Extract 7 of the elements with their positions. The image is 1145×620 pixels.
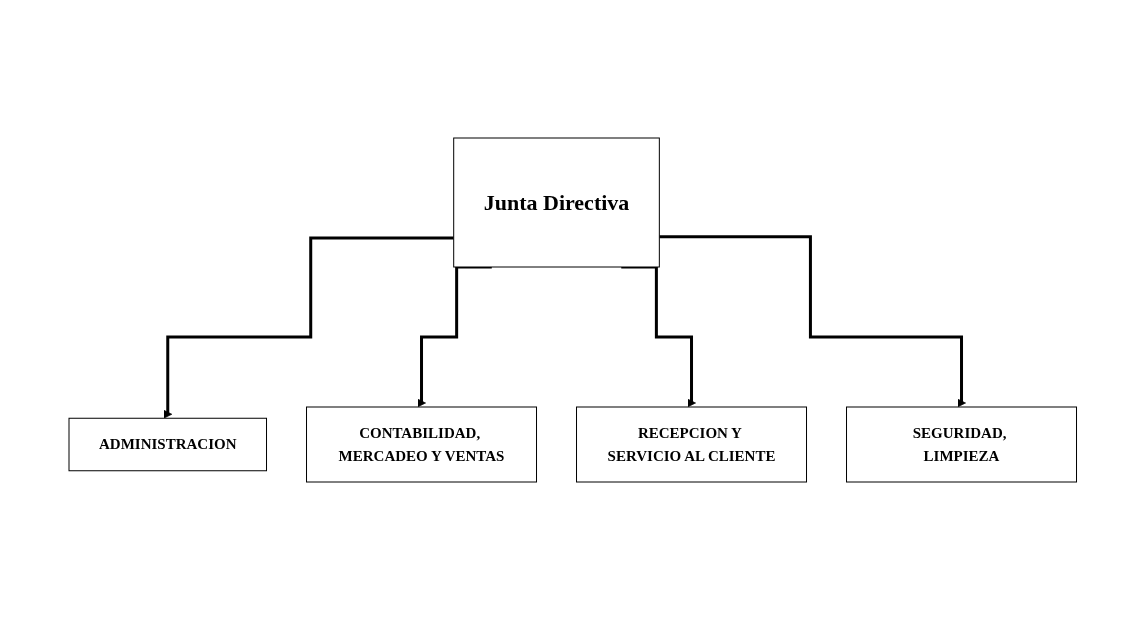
arrow: [163, 236, 454, 419]
node-box: RECEPCION Y SERVICIO AL CLIENTE: [575, 406, 807, 483]
node-box: ADMINISTRACION: [68, 417, 267, 472]
node-box: Junta Directiva: [452, 137, 660, 268]
node-box: CONTABILIDAD, MERCADEO Y VENTAS: [305, 406, 537, 483]
arrow: [659, 235, 966, 408]
node-box: SEGURIDAD, LIMPIEZA: [845, 406, 1077, 483]
